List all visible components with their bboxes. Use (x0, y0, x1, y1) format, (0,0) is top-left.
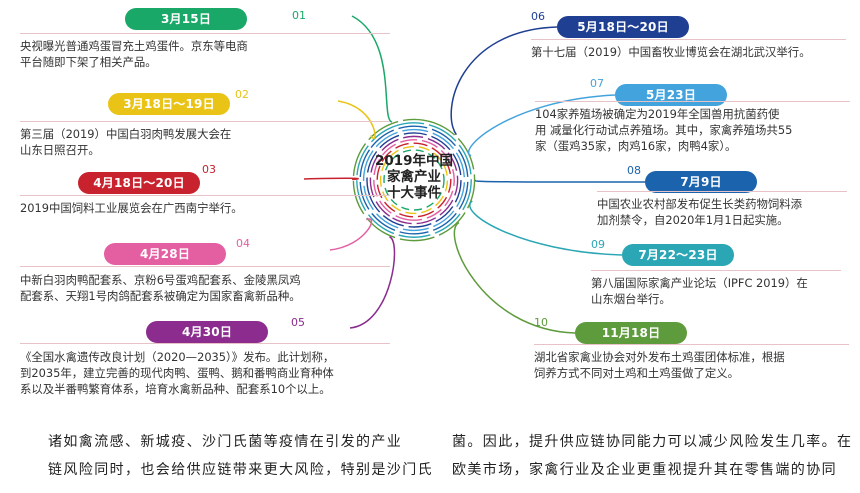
event-date-badge: 3月18日～19日 (108, 93, 230, 115)
connector-line (450, 26, 558, 136)
event-date-badge: 5月23日 (615, 84, 727, 106)
center-ring (356, 122, 472, 238)
center-ring (376, 142, 452, 218)
event-description-line: 加剂禁令，自2020年1月1日起实施。 (597, 213, 789, 227)
connector-line (349, 236, 396, 329)
event-description: 中国农业农村部发布促生长类药物饲料添加剂禁令，自2020年1月1日起实施。 (597, 196, 847, 228)
event-description-line: 山东日照召开。 (20, 143, 100, 157)
event-description-line: 家（蛋鸡35家，肉鸡16家，肉鸭4家）。 (535, 139, 737, 153)
event-number: 10 (534, 316, 548, 329)
event-number: 08 (627, 164, 641, 177)
event-description-line: 第八届国际家禽产业论坛（IPFC 2019）在 (591, 276, 808, 290)
event-description-line: 中国农业农村部发布促生长类药物饲料添 (597, 197, 803, 211)
event-description-line: 第十七届（2019）中国畜牧业博览会在湖北武汉举行。 (531, 45, 811, 59)
connector-line (453, 222, 576, 334)
event-description-line: 第三届（2019）中国白羽肉鸭发展大会在 (20, 127, 232, 141)
body-line: 诸如禽流感、新城疫、沙门氏菌等疫情在引发的产业 (48, 434, 403, 450)
event-description: 104家养殖场被确定为2019年全国兽用抗菌药使用 减量化行动试点养殖场。其中，… (535, 106, 850, 154)
center-ring (366, 132, 462, 228)
separator-line (534, 344, 849, 345)
event-number: 06 (531, 10, 545, 23)
center-title: 2019年中国 家禽产业 十大事件 (372, 153, 456, 201)
event-description-line: 中新白羽肉鸭配套系、京粉6号蛋鸡配套系、金陵黑凤鸡 (20, 273, 301, 287)
separator-line (531, 39, 846, 40)
center-ring (352, 118, 476, 242)
separator-line (591, 270, 841, 271)
connector-line (469, 200, 623, 256)
separator-line (597, 191, 847, 192)
center-title-line: 2019年中国 (374, 153, 454, 169)
event-date-badge: 4月28日 (104, 243, 226, 265)
event-date-badge: 7月9日 (645, 171, 757, 193)
event-description-line: 2019中国饲料工业展览会在广西南宁举行。 (20, 201, 243, 215)
connector-line (337, 100, 376, 140)
separator-line (20, 33, 390, 34)
event-date-badge: 5月18日～20日 (557, 16, 689, 38)
event-description-line: 配套系、天翔1号肉鸽配套系被确定为国家畜禽新品种。 (20, 289, 301, 303)
event-description: 《全国水禽遗传改良计划（2020—2035）》发布。此计划称， 到2035年，建立… (20, 349, 390, 397)
event-description-line: 用 减量化行动试点养殖场。其中，家禽养殖场共55 (535, 123, 793, 137)
event-number: 02 (235, 88, 249, 101)
event-description-line: 到2035年，建立完善的现代肉鸭、蛋鸭、鹅和番鸭商业育种体 (20, 366, 334, 380)
event-description: 中新白羽肉鸭配套系、京粉6号蛋鸡配套系、金陵黑凤鸡配套系、天翔1号肉鸽配套系被确… (20, 272, 390, 304)
event-description-line: 系以及半番鸭繁育体系，培育水禽新品种、配套系10个以上。 (20, 382, 331, 396)
center-title-line: 家禽产业 (387, 169, 441, 185)
event-description: 2019中国饲料工业展览会在广西南宁举行。 (20, 200, 390, 216)
event-description-line: 山东烟台举行。 (591, 292, 671, 306)
event-number: 03 (202, 163, 216, 176)
event-number: 04 (236, 237, 250, 250)
center-ring (373, 139, 455, 221)
connector-line (351, 15, 393, 123)
separator-line (20, 121, 390, 122)
center-title-line: 十大事件 (387, 185, 441, 201)
body-line: 菌。因此，提升供应链协同能力可以减少风险发生几率。在 (452, 434, 853, 450)
event-description: 湖北省家禽业协会对外发布土鸡蛋团体标准，根据饲养方式不同对土鸡和土鸡蛋做了定义。 (534, 349, 849, 381)
event-date-badge: 4月18日～20日 (78, 172, 200, 194)
separator-line (20, 343, 390, 344)
body-text-left: 诸如禽流感、新城疫、沙门氏菌等疫情在引发的产业 链风险同时，也会给供应链带来更大… (48, 428, 433, 484)
event-description-line: 央视曝光普通鸡蛋冒充土鸡蛋件。京东等电商 (20, 39, 248, 53)
body-text-right: 菌。因此，提升供应链协同能力可以减少风险发生几率。在 欧美市场，家禽行业及企业更… (452, 428, 852, 484)
separator-line (20, 266, 390, 267)
event-date-badge: 4月30日 (146, 321, 268, 343)
connector-line (303, 177, 359, 181)
connector-line (474, 179, 646, 183)
center-ring (379, 145, 449, 215)
event-description: 第十七届（2019）中国畜牧业博览会在湖北武汉举行。 (531, 44, 846, 60)
body-line: 链风险同时，也会给供应链带来更大风险，特别是沙门氏 (48, 462, 433, 478)
center-ring (383, 149, 445, 211)
event-description-line: 《全国水禽遗传改良计划（2020—2035）》发布。此计划称， (20, 350, 335, 364)
separator-line (535, 101, 850, 102)
connector-line (329, 218, 373, 251)
event-description-line: 湖北省家禽业协会对外发布土鸡蛋团体标准，根据 (534, 350, 785, 364)
event-description: 央视曝光普通鸡蛋冒充土鸡蛋件。京东等电商平台随即下架了相关产品。 (20, 38, 390, 70)
event-description-line: 平台随即下架了相关产品。 (20, 55, 157, 69)
event-number: 07 (590, 77, 604, 90)
connector-line (468, 94, 616, 157)
center-ring (362, 128, 466, 232)
event-date-badge: 7月22～23日 (622, 244, 734, 266)
event-date-badge: 11月18日 (575, 322, 687, 344)
separator-line (20, 195, 390, 196)
event-date-badge: 3月15日 (125, 8, 247, 30)
event-number: 01 (292, 9, 306, 22)
event-number: 09 (591, 238, 605, 251)
event-number: 05 (291, 316, 305, 329)
event-description: 第八届国际家禽产业论坛（IPFC 2019）在山东烟台举行。 (591, 275, 841, 307)
event-description-line: 104家养殖场被确定为2019年全国兽用抗菌药使 (535, 107, 780, 121)
body-line: 欧美市场，家禽行业及企业更重视提升其在零售端的协同 (452, 462, 837, 478)
event-description: 第三届（2019）中国白羽肉鸭发展大会在山东日照召开。 (20, 126, 390, 158)
event-description-line: 饲养方式不同对土鸡和土鸡蛋做了定义。 (534, 366, 740, 380)
